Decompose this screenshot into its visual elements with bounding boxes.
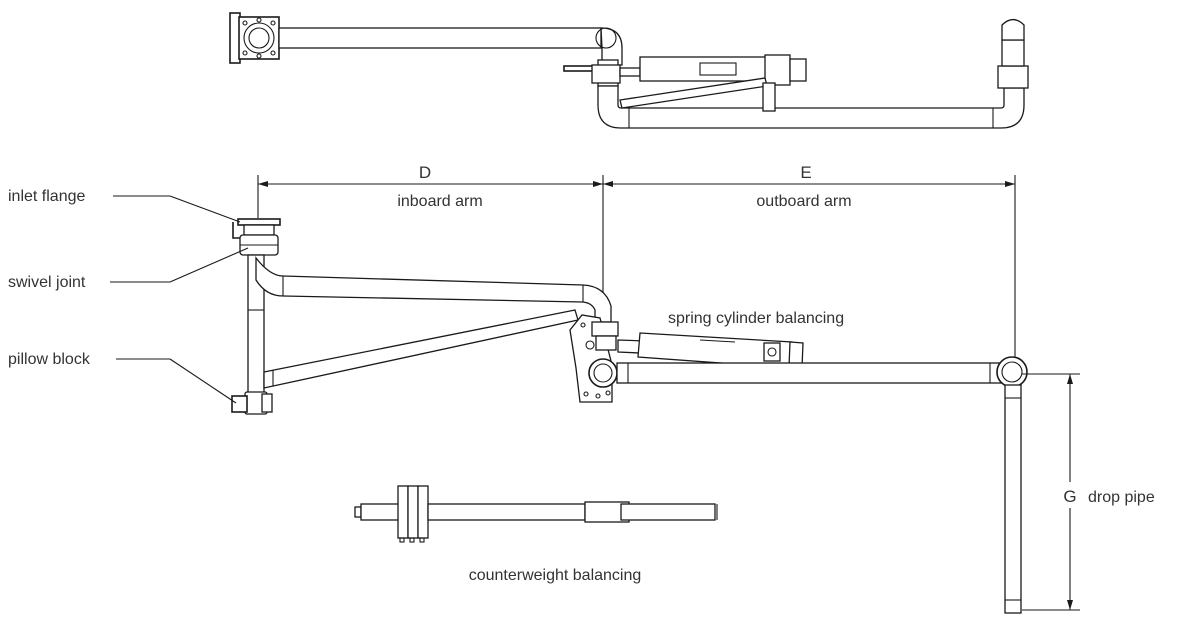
outboard-elbow-inner <box>588 358 618 388</box>
top-inboard-pipe <box>278 27 602 49</box>
top-outboard-pipe <box>597 85 1025 129</box>
counterweight-view: counterweight balancing <box>354 485 718 584</box>
inlet-flange-leader <box>169 195 241 223</box>
inboard-arm-pipe <box>255 256 612 323</box>
dimension-e-label: E <box>800 163 811 182</box>
pillow-block-label: pillow block <box>8 351 91 368</box>
counterweight-label: counterweight balancing <box>469 567 642 584</box>
dimension-d-e: D E inboard arm outboard arm <box>257 163 1016 370</box>
swivel-joint-leader <box>169 247 249 283</box>
drop-pipe-label: drop pipe <box>1088 489 1155 506</box>
top-spring-cylinder <box>639 56 781 82</box>
dimension-g-label: G <box>1063 487 1076 506</box>
inlet-flange-label: inlet flange <box>8 188 85 205</box>
callouts: inlet flange swivel joint pillow block <box>8 188 249 404</box>
outboard-arm-pipe <box>616 362 1008 384</box>
dimension-g: G drop pipe <box>1022 373 1155 611</box>
inlet-flange <box>237 218 281 226</box>
drop-pipe <box>1004 384 1022 614</box>
outboard-arm-label: outboard arm <box>756 193 851 210</box>
top-flange-bore <box>243 22 275 54</box>
inlet-flange-bracket <box>232 222 240 239</box>
pillow-block-leader <box>169 358 237 404</box>
apex-swivel <box>591 321 619 337</box>
counterweight-block-1 <box>397 485 409 539</box>
inboard-arm-label: inboard arm <box>397 193 482 210</box>
swivel-joint-label: swivel joint <box>8 274 86 291</box>
side-view: spring cylinder balancing <box>231 218 1028 614</box>
counterweight-block-3 <box>417 485 429 539</box>
spring-cylinder-label: spring cylinder balancing <box>668 310 844 327</box>
inboard-brace <box>263 309 579 389</box>
dimension-d-label: D <box>419 163 431 182</box>
counterweight-block-2 <box>407 485 419 539</box>
counterweight-arm <box>427 503 586 521</box>
top-view <box>229 12 1029 129</box>
